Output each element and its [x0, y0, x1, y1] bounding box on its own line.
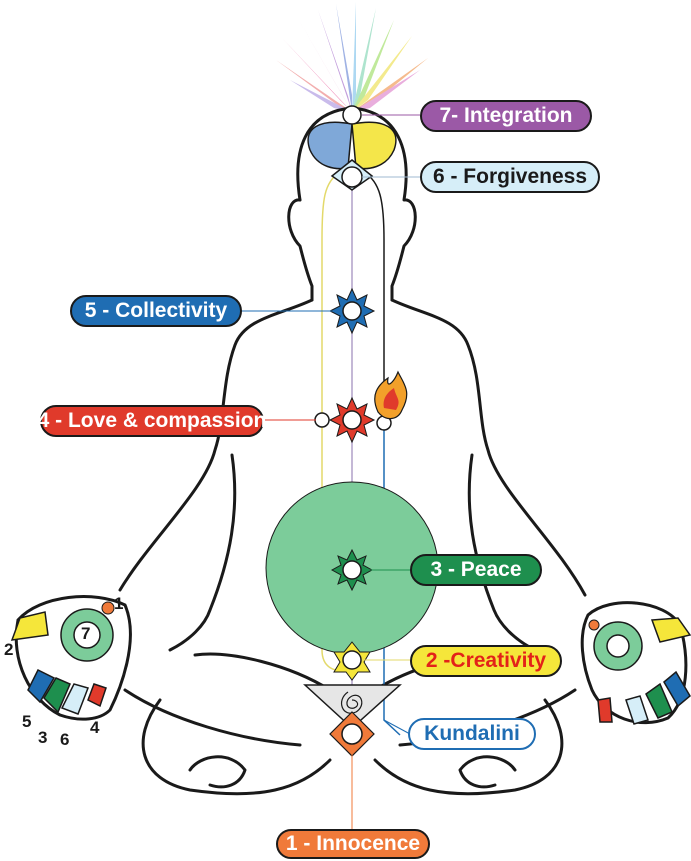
collectivity-label: 5 - Collectivity — [70, 295, 242, 327]
hand-number-4: 4 — [90, 718, 99, 738]
love-label: 4 - Love & compassion — [40, 405, 264, 437]
creativity-label: 2 -Creativity — [410, 645, 562, 677]
hand-number-6: 6 — [60, 730, 69, 750]
innocence-label: 1 - Innocence — [276, 829, 430, 859]
forgiveness-label: 6 - Forgiveness — [420, 161, 600, 193]
peace-label: 3 - Peace — [410, 554, 542, 586]
hand-number-1: 1 — [114, 594, 123, 614]
right-hand — [582, 603, 690, 724]
hand-number-5: 5 — [22, 712, 31, 732]
leader-lines — [240, 115, 420, 830]
hand-number-3: 3 — [38, 728, 47, 748]
kundalini-label: Kundalini — [408, 718, 536, 750]
hand-number-2: 2 — [4, 640, 13, 660]
integration-label: 7- Integration — [420, 100, 592, 132]
love-chakra — [315, 372, 407, 442]
left-hand — [12, 597, 130, 720]
hand-number-7: 7 — [81, 624, 90, 644]
crown-rays — [276, 2, 428, 112]
